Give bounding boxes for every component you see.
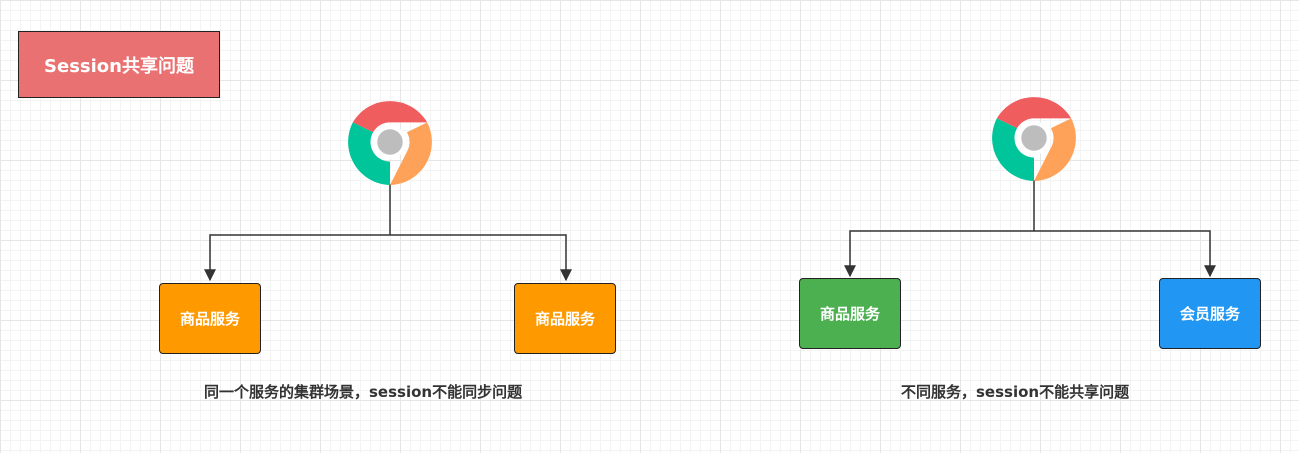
left-service-b-box: 商品服务 bbox=[514, 283, 616, 354]
right-caption: 不同服务，session不能共享问题 bbox=[901, 383, 1130, 401]
left-connector-to-b bbox=[390, 234, 572, 282]
chrome-browser-icon bbox=[348, 101, 432, 186]
right-service-b-box: 会员服务 bbox=[1159, 278, 1261, 349]
right-connector-to-a bbox=[844, 230, 1034, 278]
diagram-title: Session共享问题 bbox=[18, 31, 220, 98]
chrome-browser-icon bbox=[992, 97, 1076, 182]
left-caption: 同一个服务的集群场景，session不能同步问题 bbox=[204, 383, 523, 401]
left-connector-to-a bbox=[204, 234, 390, 282]
left-service-a-box: 商品服务 bbox=[159, 283, 261, 354]
right-connector-to-b bbox=[1034, 230, 1216, 278]
right-service-a-box: 商品服务 bbox=[799, 278, 901, 349]
